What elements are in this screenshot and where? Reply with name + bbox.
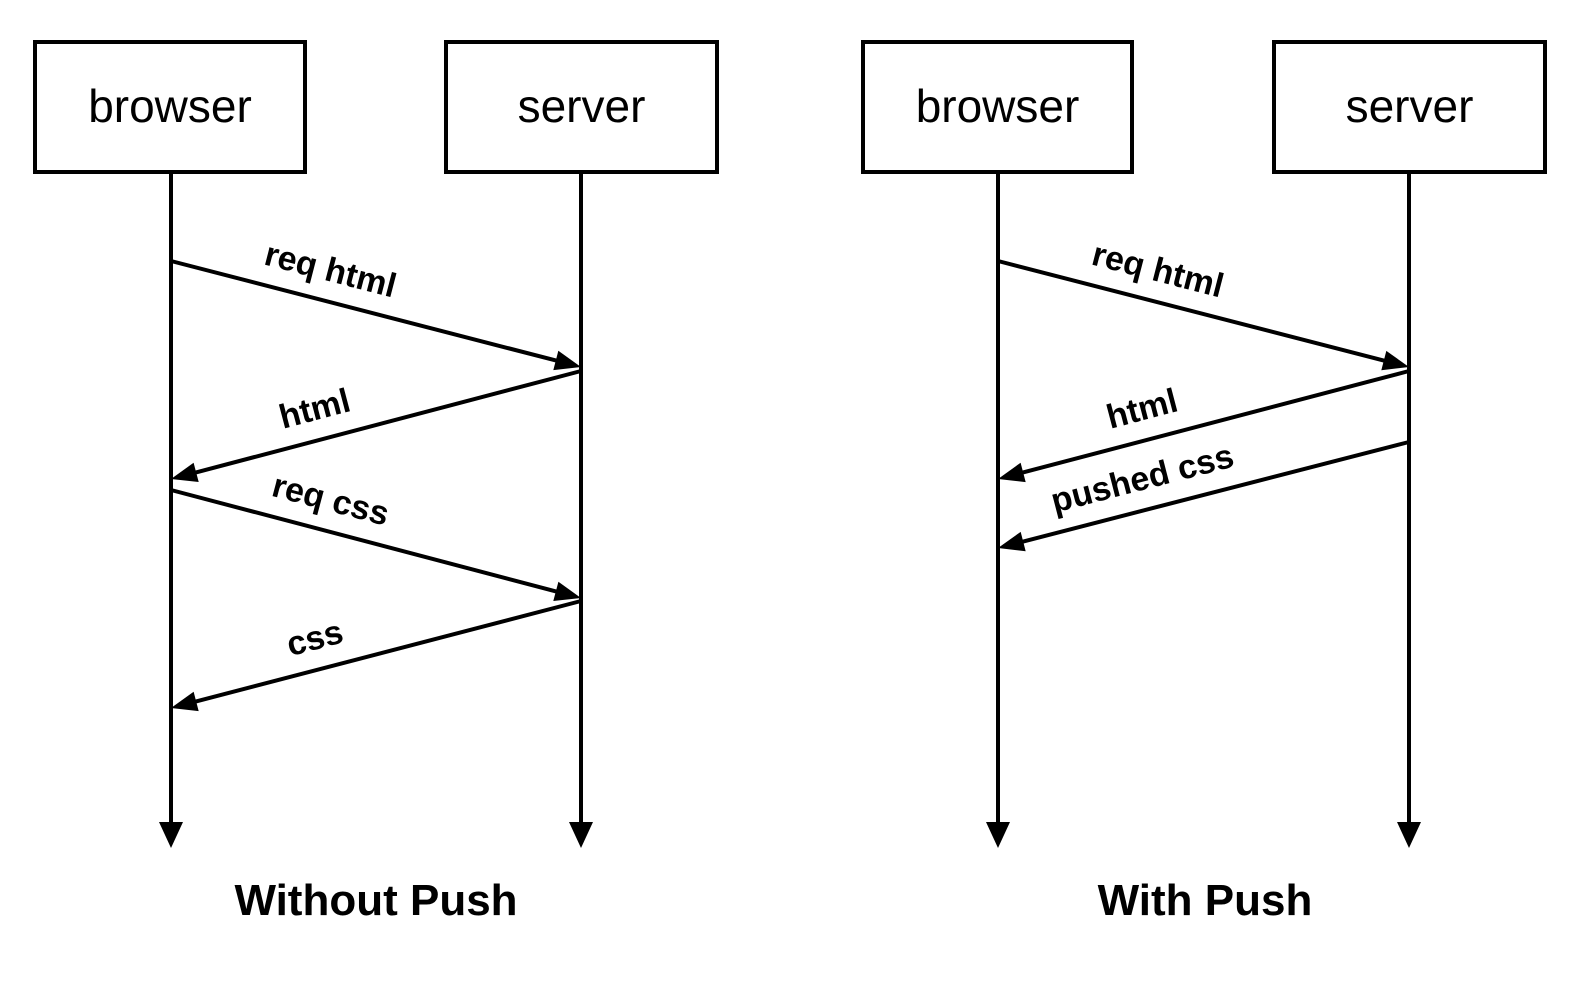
participant-label-browser: browser: [916, 80, 1080, 132]
message-line: [1016, 440, 1410, 545]
participant-box-server: [1272, 40, 1547, 174]
participant-label-server: server: [1346, 80, 1474, 132]
participant-label-server: server: [518, 80, 646, 132]
participant-label-browser: browser: [88, 80, 252, 132]
message-label-group: pushed css: [1047, 437, 1238, 521]
participant-server: server: [1272, 40, 1547, 848]
message-label-group: html: [275, 382, 354, 437]
message-arrowhead: [1381, 350, 1409, 371]
message-label: req css: [268, 466, 393, 533]
message-req-html: req html: [170, 235, 581, 371]
lifeline-end-arrow-server: [1397, 822, 1421, 848]
message-label: css: [283, 613, 347, 664]
panel-caption-with-push: With Push: [1098, 876, 1313, 925]
message-pushed-css: pushed css: [998, 437, 1410, 552]
message-html: html: [171, 369, 582, 483]
participant-box-server: [444, 40, 719, 174]
message-css: css: [171, 599, 582, 712]
message-label: req html: [261, 235, 400, 305]
message-line: [997, 259, 1391, 364]
message-line: [170, 259, 563, 364]
message-label-group: html: [1103, 382, 1182, 437]
message-arrowhead: [998, 531, 1026, 552]
message-label-group: req css: [268, 466, 393, 533]
message-label: req html: [1088, 235, 1227, 305]
participant-box-browser: [33, 40, 307, 174]
message-label: pushed css: [1047, 437, 1238, 521]
lifeline-end-arrow-browser: [159, 822, 183, 848]
message-line: [1016, 369, 1410, 476]
message-arrowhead: [171, 691, 199, 712]
participant-server: server: [444, 40, 719, 848]
message-line: [189, 599, 582, 705]
participant-browser: browser: [33, 40, 307, 848]
message-label-group: css: [283, 613, 347, 664]
message-req-html: req html: [997, 235, 1409, 371]
panel-caption-without-push: Without Push: [234, 876, 517, 925]
lifeline-end-arrow-browser: [986, 822, 1010, 848]
message-arrowhead: [998, 462, 1026, 483]
message-label: html: [275, 382, 354, 437]
message-line: [189, 369, 582, 476]
diagram-panel-without-push: browser server req html html req css cssWitho…: [33, 40, 719, 925]
message-label-group: req html: [1088, 235, 1227, 305]
participant-browser: browser: [861, 40, 1134, 848]
message-req-css: req css: [170, 466, 581, 602]
message-label-group: req html: [261, 235, 400, 305]
message-line: [170, 488, 563, 595]
participant-box-browser: [861, 40, 1134, 174]
message-arrowhead: [553, 350, 581, 371]
message-arrowhead: [553, 581, 581, 602]
message-arrowhead: [171, 462, 199, 483]
message-label: html: [1103, 382, 1182, 437]
lifeline-end-arrow-server: [569, 822, 593, 848]
